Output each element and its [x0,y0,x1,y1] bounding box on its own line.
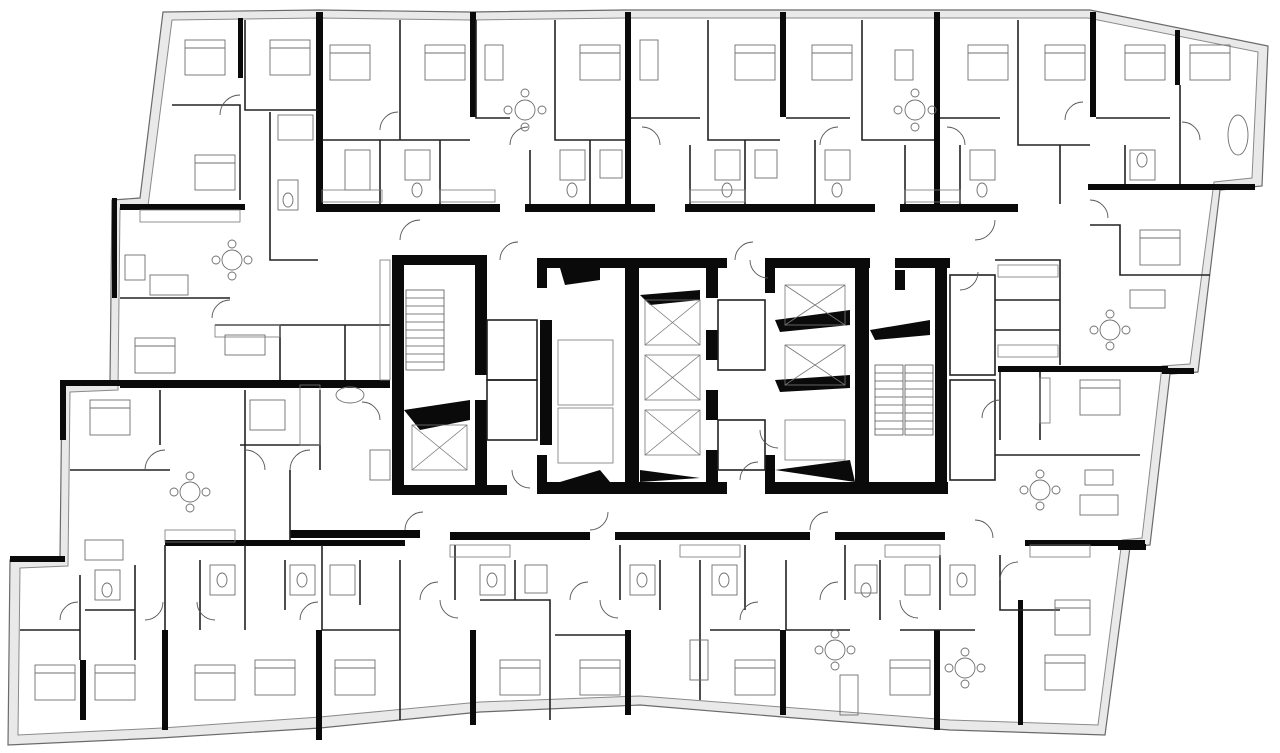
elevator-car-5 [784,344,846,386]
east-units [959,224,1210,539]
elevator-car-2 [644,354,701,401]
corridor-walls [120,184,1218,546]
north-units [139,20,1249,261]
stairwell-right [868,258,950,494]
elevator-car-6 [784,419,846,461]
south-units [20,511,1091,720]
elevator-car-3 [644,409,701,456]
elevator-car-1 [644,299,701,346]
elevator-bank-right [765,258,870,494]
perimeter-walls [10,12,1255,740]
core-lobby [486,274,996,481]
stairwell-left [392,255,507,495]
west-units [70,239,391,561]
elevator-car-4 [784,284,846,326]
corridor-doors [499,241,779,489]
elevator-bank-left [537,258,727,494]
building-core [392,255,996,495]
